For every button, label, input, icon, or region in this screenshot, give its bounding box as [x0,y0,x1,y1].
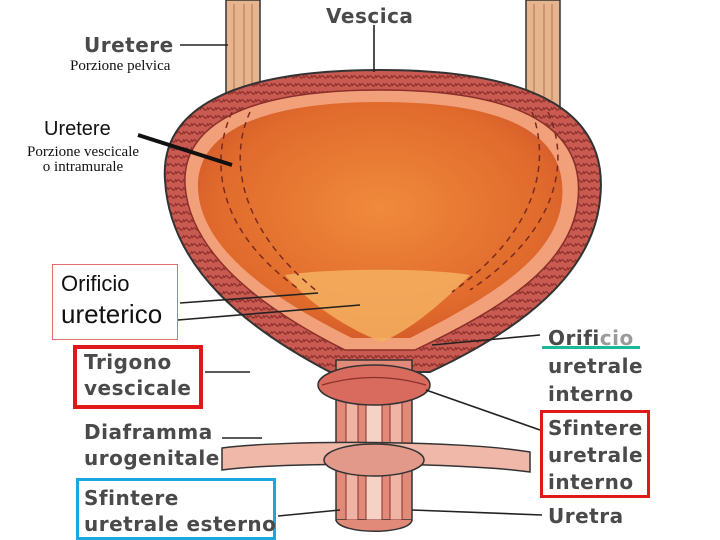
label-orificio-ureterico-2: ureterico [61,299,163,329]
label-diaframma-1: Diaframma [84,420,213,444]
sfintere-interno-highlight-box [540,410,650,498]
label-porzione-vescicale: Porzione vescicale o intramurale [8,145,158,175]
label-porzione-pelvica: Porzione pelvica [70,58,171,74]
label-trigono-1: Trigono [84,350,172,374]
orificio-ureterico-box: Orificio ureterico [52,264,178,340]
trigone [285,269,470,342]
internal-sphincter [317,364,431,406]
label-uretra: Uretra [548,504,624,528]
label-orificio-uretrale-3: interno [548,382,634,406]
label-trigono-2: vescicale [84,376,192,400]
right-ureter [525,0,561,111]
label-porzione-vescicale-line1: Porzione vescicale [26,144,140,160]
sfintere-esterno-highlight-box [76,478,276,540]
external-sphincter [323,443,425,477]
label-orificio-uretrale-1b: cio [599,326,634,350]
label-orificio-uretrale-1: Orificio [548,326,634,350]
label-orificio-ureterico-1: Orificio [61,271,130,296]
label-uretere-top: Uretere [84,33,174,57]
label-sfintere-interno-3: interno [548,470,634,494]
label-orificio-uretrale-1a: Orifi [548,326,600,350]
label-vescica: Vescica [326,4,414,28]
label-sfintere-esterno-1: Sfintere [84,486,179,510]
orificio-uretrale-underline [542,346,640,349]
trigono-highlight-box [73,345,203,409]
label-diaframma-2: urogenitale [84,446,220,470]
label-sfintere-esterno-2: uretrale esterno [84,512,277,536]
label-sfintere-interno-2: uretrale [548,443,644,467]
label-orificio-uretrale-2: uretrale [548,354,644,378]
label-sfintere-interno-1: Sfintere [548,416,643,440]
label-porzione-vescicale-line2: o intramurale [42,159,124,175]
label-uretere-mid: Uretere [44,118,111,140]
